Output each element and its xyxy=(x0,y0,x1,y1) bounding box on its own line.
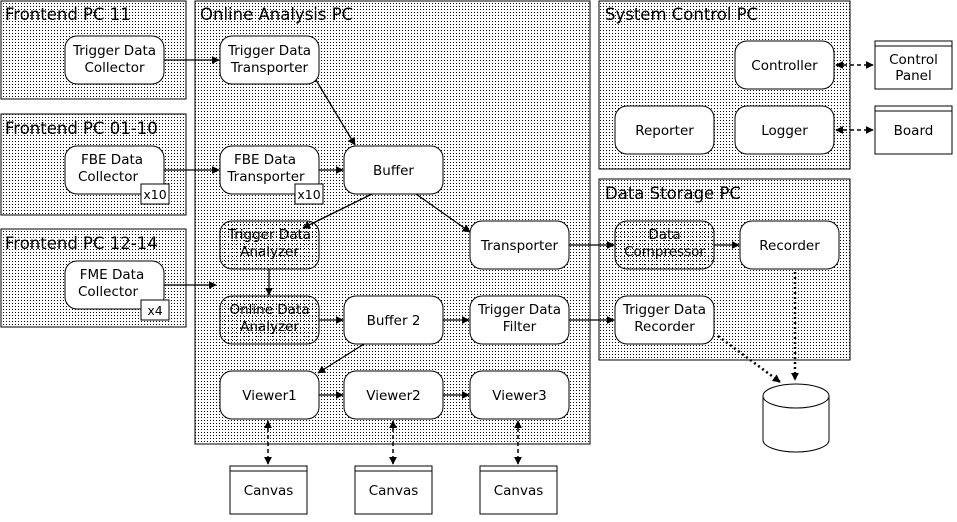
node-fbe-data-collector: FBE Data Collector x10 xyxy=(64,145,170,205)
node-label-line2: Transporter xyxy=(226,169,305,185)
node-logger: Logger xyxy=(734,105,835,155)
node-label-line2: Filter xyxy=(503,319,537,335)
node-fbe-data-transporter: FBE Data Transporter x10 xyxy=(219,145,324,205)
data-flow-arrows xyxy=(164,56,740,399)
node-buffer-2: Buffer 2 xyxy=(343,295,444,345)
multiplier-badge xyxy=(140,299,170,321)
node-viewer1: Viewer1 xyxy=(219,370,320,420)
window-label-line1: Control xyxy=(889,52,938,68)
node-viewer3: Viewer3 xyxy=(469,370,570,420)
node-label: Viewer1 xyxy=(242,388,296,404)
node-reporter: Reporter xyxy=(614,105,715,155)
node-trigger-data-filter: Trigger Data Filter xyxy=(469,295,570,345)
node-label-line2: Analyzer xyxy=(240,319,299,335)
node-label-line1: Data xyxy=(648,227,680,243)
pc-frontend-01-10-title: Frontend PC 01-10 xyxy=(5,119,158,138)
node-label: Reporter xyxy=(635,123,694,139)
node-viewer2: Viewer2 xyxy=(343,370,444,420)
node-controller: Controller xyxy=(734,40,835,90)
multiplier-badge xyxy=(294,183,324,205)
node-label-line2: Analyzer xyxy=(240,244,299,260)
window-board: Board xyxy=(874,105,953,155)
node-label-line2: Collector xyxy=(78,169,138,185)
node-label: Viewer2 xyxy=(366,388,420,404)
node-data-compressor: Data Compressor xyxy=(614,220,715,270)
node-trigger-data-collector: Trigger Data Collector xyxy=(64,35,165,85)
node-label: Buffer 2 xyxy=(367,313,421,329)
node-label-line2: Collector xyxy=(84,60,144,76)
node-label-line1: Trigger Data xyxy=(477,302,561,318)
window-label-line2: Panel xyxy=(895,68,931,84)
multiplier-badge xyxy=(140,183,170,205)
node-recorder: Recorder xyxy=(739,220,840,270)
window-label: Canvas xyxy=(369,483,419,499)
node-online-data-analyzer: Online Data Analyzer xyxy=(219,295,320,345)
node-label: Viewer3 xyxy=(492,388,546,404)
window-label: Canvas xyxy=(244,483,294,499)
node-label-line1: FME Data xyxy=(80,267,144,283)
node-transporter: Transporter xyxy=(469,220,570,270)
window-canvas-3: Canvas xyxy=(479,465,558,515)
node-label-line2: Transporter xyxy=(230,60,309,76)
node-label: Recorder xyxy=(759,238,820,254)
window-canvas-2: Canvas xyxy=(354,465,433,515)
node-label: Transporter xyxy=(480,238,559,254)
node-label-line1: Trigger Data xyxy=(622,302,706,318)
node-label: Buffer xyxy=(373,163,414,179)
control-flow-arrows xyxy=(264,61,874,465)
node-trigger-data-analyzer: Trigger Data Analyzer xyxy=(219,220,320,270)
pc-online-analysis-title: Online Analysis PC xyxy=(200,5,353,24)
window-canvas-1: Canvas xyxy=(229,465,308,515)
node-buffer: Buffer xyxy=(343,145,444,195)
node-label: Logger xyxy=(761,123,808,139)
node-label: Controller xyxy=(751,58,818,74)
pc-data-storage-title: Data Storage PC xyxy=(605,184,741,203)
node-trigger-data-recorder: Trigger Data Recorder xyxy=(614,295,715,345)
node-label-line1: FBE Data xyxy=(234,152,296,168)
window-label: Board xyxy=(894,123,934,139)
node-label-line1: Trigger Data xyxy=(227,227,311,243)
window-label: Canvas xyxy=(494,483,544,499)
node-label-line1: Trigger Data xyxy=(227,43,311,59)
node-label-line1: Online Data xyxy=(229,302,309,318)
node-fme-data-collector: FME Data Collector x4 xyxy=(64,260,170,321)
pc-frontend-11-title: Frontend PC 11 xyxy=(5,5,131,24)
multiplier-label: x10 xyxy=(297,187,320,202)
arrow-buffer-to-trigger-analyzer xyxy=(302,193,373,229)
storage-write-arrows xyxy=(717,272,799,384)
storage-disk-icon xyxy=(762,383,830,453)
node-label-line2: Recorder xyxy=(634,319,695,335)
multiplier-label: x10 xyxy=(143,187,166,202)
node-trigger-data-transporter: Trigger Data Transporter xyxy=(219,35,320,85)
arrow-buffer2-to-viewer1 xyxy=(317,343,365,374)
multiplier-label: x4 xyxy=(147,303,162,318)
node-label-line2: Collector xyxy=(78,284,138,300)
arrow-buffer-to-transporter xyxy=(415,193,471,233)
arrow-trigger-transporter-to-buffer xyxy=(315,79,356,146)
pc-system-control-title: System Control PC xyxy=(605,5,758,24)
node-label-line1: Trigger Data xyxy=(72,43,156,59)
window-control-panel: Control Panel xyxy=(874,40,953,90)
node-label-line1: FBE Data xyxy=(81,152,143,168)
node-label-line2: Compressor xyxy=(624,244,705,260)
pc-frontend-12-14-title: Frontend PC 12-14 xyxy=(5,234,158,253)
